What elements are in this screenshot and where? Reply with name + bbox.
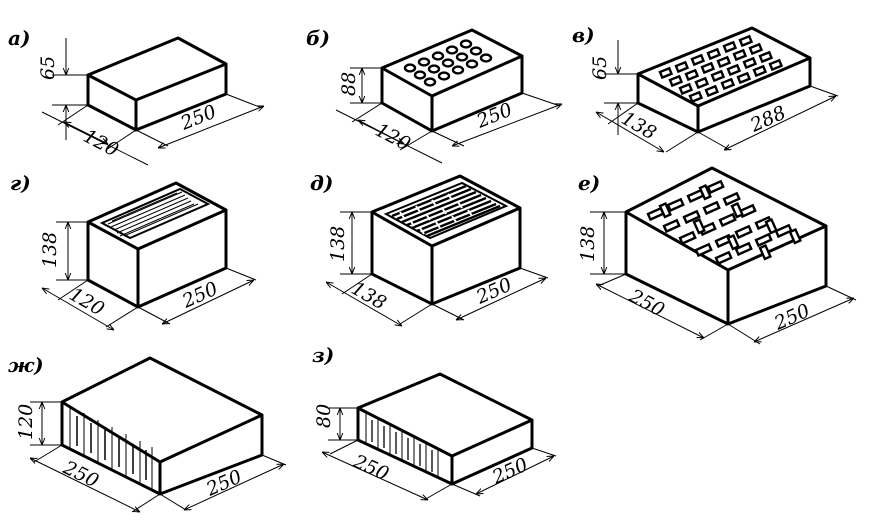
brick-a-height: 65: [37, 56, 59, 80]
brick-zh-label: ж): [8, 353, 44, 377]
brick-g-label: г): [10, 171, 31, 195]
brick-z-length: 250: [488, 454, 531, 489]
brick-d-zigzag-slots: [383, 181, 509, 240]
brick-a-length: 250: [177, 101, 220, 135]
brick-b-label: б): [306, 26, 330, 50]
brick-b-length: 250: [473, 99, 516, 133]
brick-e-cell-holes: [646, 179, 802, 266]
brick-d-depth: 138: [348, 277, 390, 314]
brick-g-length: 250: [178, 278, 221, 313]
brick-a-label: а): [8, 26, 30, 50]
brick-g-height: 138: [39, 232, 61, 268]
brick-zh: ж) 120 250 250: [8, 353, 287, 512]
brick-b-height: 88: [338, 72, 360, 96]
brick-v-label: в): [572, 23, 595, 47]
brick-v-height: 65: [589, 56, 611, 80]
brick-z-depth: 250: [349, 450, 392, 485]
brick-a: а) 65 120 250: [8, 26, 264, 166]
brick-b-round-holes: [403, 39, 493, 87]
brick-z: з) 80 250 250: [312, 343, 557, 500]
brick-g: г) 138 120 250: [10, 171, 257, 330]
brick-a-depth: 120: [80, 125, 122, 161]
brick-d: д) 138 138 250: [310, 171, 549, 326]
brick-z-label: з): [312, 343, 334, 367]
brick-v: в): [572, 23, 839, 152]
brick-d-label: д): [310, 171, 333, 195]
brick-z-height: 80: [313, 404, 335, 428]
brick-b-depth: 120: [372, 119, 414, 155]
brick-v-rect-holes: [658, 34, 784, 104]
brick-e-height: 138: [577, 226, 599, 262]
brick-d-height: 138: [327, 226, 349, 262]
brick-d-length: 250: [472, 274, 515, 309]
brick-b: б) 88 120: [306, 26, 562, 164]
brick-zh-length: 250: [202, 466, 245, 501]
brick-v-length: 288: [746, 102, 789, 137]
brick-e-label: е): [578, 171, 600, 195]
brick-g-slot-holes: [99, 187, 211, 240]
brick-e: е): [577, 166, 857, 345]
brick-zh-height: 120: [15, 404, 37, 440]
